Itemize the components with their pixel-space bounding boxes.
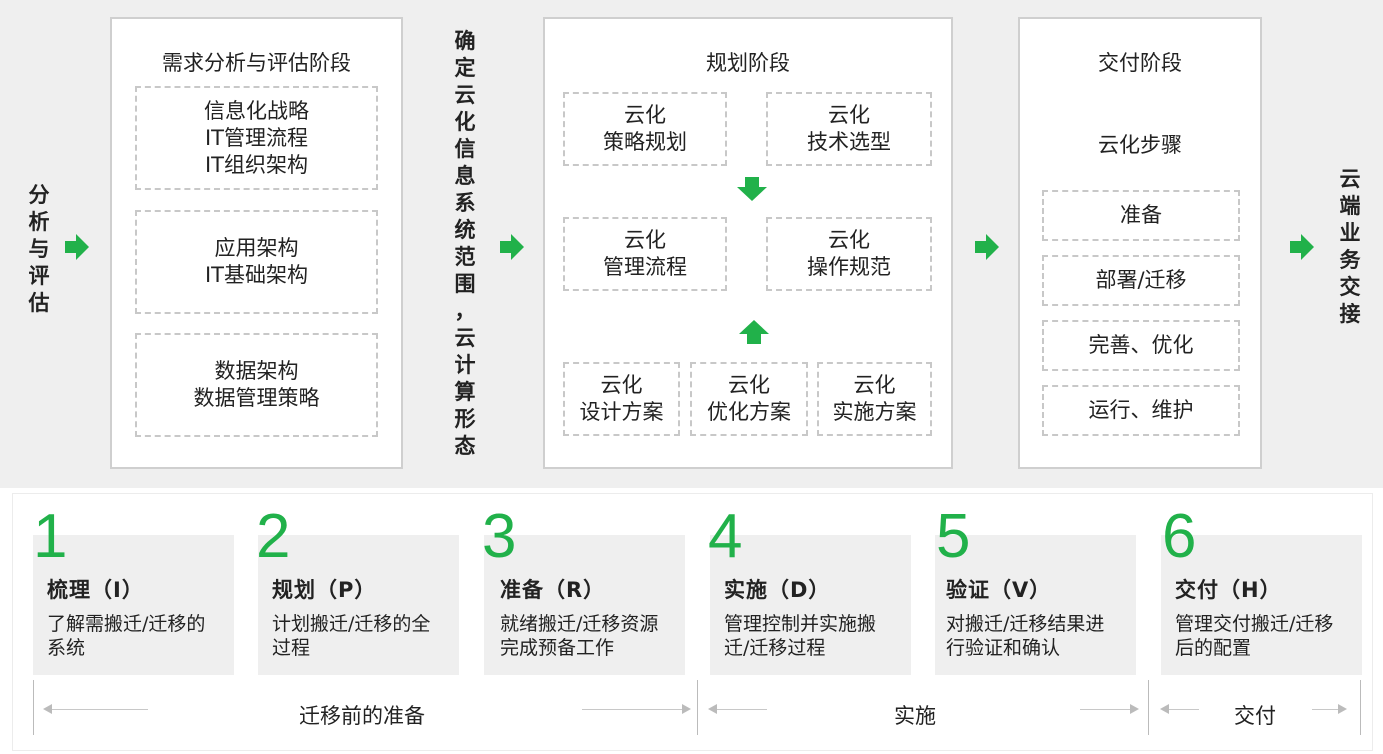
- step-number: 5: [936, 502, 971, 571]
- planning-box-operation: 云化 操作规范: [766, 217, 932, 291]
- analysis-box-text: 数据架构 数据管理策略: [193, 359, 320, 410]
- step-card: [258, 535, 459, 675]
- stage-planning: 规划阶段 云化 策略规划 云化 技术选型 云化 管理流程 云化 操作规范 云化 …: [543, 17, 953, 469]
- phase-line: [52, 709, 148, 710]
- migration-steps-band: [12, 493, 1373, 751]
- phase-divider: [697, 680, 698, 735]
- step-description: 就绪搬迁/迁移资源 完成预备工作: [500, 613, 659, 659]
- analysis-box-text: 应用架构 IT基础架构: [204, 236, 309, 287]
- planning-box-design: 云化 设计方案: [563, 362, 680, 436]
- arrow-right-icon: [65, 234, 89, 260]
- step-card: [484, 535, 685, 675]
- arrow-left-icon: [708, 704, 717, 714]
- label-scope: 确 定 云 化 信 息 系 统 范 围 ， 云 计 算 形 态: [454, 29, 476, 458]
- phase-line: [582, 709, 682, 710]
- step-title: 验证（V）: [946, 578, 1052, 602]
- step-number: 1: [33, 502, 68, 571]
- phase-divider: [33, 680, 34, 735]
- step-card: [33, 535, 234, 675]
- stage-planning-title: 规划阶段: [706, 51, 790, 75]
- stage-delivery: 交付阶段 云化步骤 准备 部署/迁移 完善、优化 运行、维护: [1018, 17, 1262, 469]
- delivery-step-text: 准备: [1120, 203, 1162, 227]
- arrow-right-icon: [1290, 234, 1314, 260]
- step-description: 管理交付搬迁/迁移 后的配置: [1175, 613, 1334, 659]
- delivery-step: 运行、维护: [1042, 385, 1240, 436]
- delivery-step: 完善、优化: [1042, 320, 1240, 371]
- stage-analysis-title: 需求分析与评估阶段: [162, 51, 351, 75]
- stage-delivery-subtitle: 云化步骤: [1098, 133, 1182, 157]
- arrow-right-icon: [1130, 704, 1139, 714]
- step-title: 实施（D）: [724, 578, 831, 602]
- delivery-step: 部署/迁移: [1042, 255, 1240, 306]
- phase-label-prepare: 迁移前的准备: [299, 704, 425, 728]
- planning-box-technology: 云化 技术选型: [766, 92, 932, 166]
- step-description: 计划搬迁/迁移的全 过程: [272, 613, 431, 659]
- arrow-right-icon: [500, 234, 524, 260]
- planning-box-text: 云化 优化方案: [707, 373, 791, 424]
- phase-divider: [1148, 680, 1149, 735]
- step-number: 4: [708, 502, 743, 571]
- step-number: 6: [1162, 502, 1197, 571]
- analysis-box-architecture: 应用架构 IT基础架构: [135, 210, 378, 314]
- arrow-up-icon: [739, 320, 769, 344]
- arrow-right-icon: [975, 234, 999, 260]
- delivery-step-text: 运行、维护: [1088, 398, 1194, 422]
- step-title: 交付（H）: [1175, 578, 1282, 602]
- planning-box-text: 云化 策略规划: [603, 103, 687, 154]
- planning-box-text: 云化 技术选型: [807, 103, 891, 154]
- arrow-right-icon: [1338, 704, 1347, 714]
- delivery-step-text: 完善、优化: [1088, 333, 1194, 357]
- planning-box-text: 云化 管理流程: [603, 228, 687, 279]
- planning-box-process: 云化 管理流程: [563, 217, 727, 291]
- step-card: [1161, 535, 1362, 675]
- stage-analysis: 需求分析与评估阶段 信息化战略 IT管理流程 IT组织架构 应用架构 IT基础架…: [110, 17, 403, 469]
- arrow-left-icon: [43, 704, 52, 714]
- phase-divider: [1360, 680, 1361, 735]
- step-title: 梳理（I）: [47, 578, 144, 602]
- phase-line: [1312, 709, 1338, 710]
- step-title: 准备（R）: [500, 578, 606, 602]
- analysis-box-data: 数据架构 数据管理策略: [135, 333, 378, 437]
- arrow-right-icon: [682, 704, 691, 714]
- step-description: 管理控制并实施搬 迁/迁移过程: [724, 613, 877, 659]
- planning-box-text: 云化 实施方案: [832, 373, 917, 424]
- step-description: 了解需搬迁/迁移的 系统: [47, 613, 206, 659]
- analysis-box-text: 信息化战略 IT管理流程 IT组织架构: [204, 98, 309, 177]
- analysis-box-strategy: 信息化战略 IT管理流程 IT组织架构: [135, 86, 378, 190]
- step-number: 2: [256, 502, 291, 571]
- phase-line: [1169, 709, 1199, 710]
- delivery-step: 准备: [1042, 190, 1240, 241]
- step-card: [935, 535, 1136, 675]
- label-cloud-handover: 云 端 业 务 交 接: [1339, 167, 1361, 326]
- label-analysis-evaluation: 分 析 与 评 估: [28, 183, 50, 315]
- arrow-down-icon: [737, 177, 767, 201]
- planning-box-strategy: 云化 策略规划: [563, 92, 727, 166]
- delivery-step-text: 部署/迁移: [1095, 268, 1187, 292]
- planning-box-optimization: 云化 优化方案: [690, 362, 808, 436]
- phase-label-implement: 实施: [894, 704, 936, 728]
- phase-line: [717, 709, 767, 710]
- stage-delivery-title: 交付阶段: [1098, 51, 1182, 75]
- step-title: 规划（P）: [272, 578, 377, 602]
- planning-box-text: 云化 操作规范: [807, 228, 891, 279]
- step-description: 对搬迁/迁移结果进 行验证和确认: [946, 613, 1105, 659]
- step-card: [710, 535, 911, 675]
- arrow-left-icon: [1160, 704, 1169, 714]
- phase-line: [1080, 709, 1130, 710]
- step-number: 3: [482, 502, 517, 571]
- phase-label-deliver: 交付: [1234, 704, 1276, 728]
- planning-box-text: 云化 设计方案: [579, 373, 664, 424]
- planning-box-implementation: 云化 实施方案: [817, 362, 932, 436]
